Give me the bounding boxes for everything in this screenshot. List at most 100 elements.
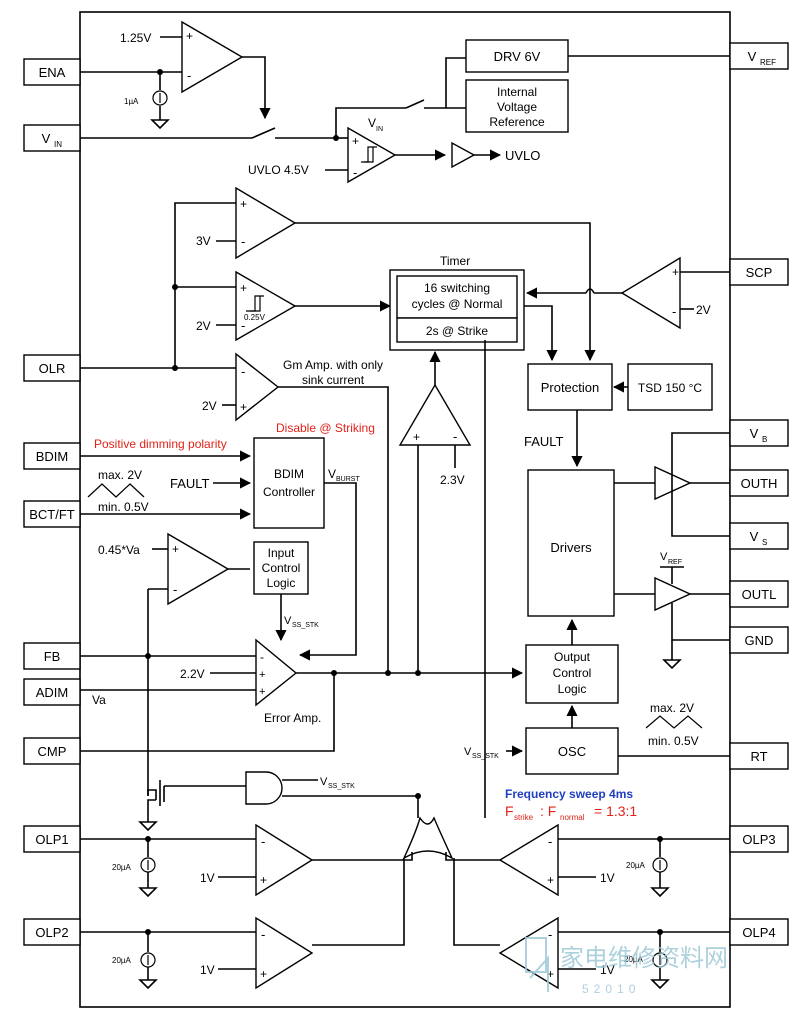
pin-cmp-label: CMP	[38, 744, 67, 759]
svg-text:-: -	[453, 429, 457, 444]
svg-text:Controller: Controller	[263, 485, 315, 499]
pin-gnd: GND	[729, 626, 789, 654]
svg-text:DRV 6V: DRV 6V	[494, 49, 541, 64]
svg-text:-: -	[353, 165, 357, 180]
pin-olr: OLR	[23, 354, 81, 382]
pin-bct-ft: BCT/FT	[23, 500, 81, 528]
bct-max-label: max. 2V	[98, 468, 142, 482]
svg-text:Logic: Logic	[267, 576, 296, 590]
svg-text:Control: Control	[553, 666, 592, 680]
svg-text:Logic: Logic	[558, 682, 587, 696]
pin-vref-sub: REF	[760, 58, 776, 67]
pin-fb: FB	[23, 642, 81, 670]
olp1-comparator: - +	[255, 823, 314, 897]
svg-text:BDIM: BDIM	[274, 467, 304, 481]
fstrike-label: F	[505, 803, 514, 819]
bdim-fault-label: FAULT	[170, 476, 210, 491]
pin-outl: OUTL	[729, 580, 789, 608]
pin-fb-label: FB	[44, 649, 61, 664]
ref-1-25v: 1.25V	[120, 31, 151, 45]
svg-text:+: +	[547, 873, 554, 887]
olp1-ref-1v: 1V	[200, 871, 215, 885]
svg-text:cycles @ Normal: cycles @ Normal	[412, 297, 503, 311]
pin-gnd-label: GND	[745, 633, 774, 648]
svg-text:Reference: Reference	[489, 115, 545, 129]
olp2-current-source	[138, 932, 158, 990]
pin-vb-sub: B	[762, 435, 767, 444]
label-1ua: 1µA	[124, 97, 139, 106]
olp3-20ua: 20µA	[626, 861, 646, 870]
ref-2-2v: 2.2V	[180, 667, 205, 681]
pin-olp3: OLP3	[729, 825, 789, 853]
svg-text:-: -	[261, 927, 265, 942]
uvlo-output-label: UVLO	[505, 148, 540, 163]
olp1-20ua: 20µA	[112, 863, 132, 872]
rt-max-label: max. 2V	[650, 701, 694, 715]
svg-text:2s @ Strike: 2s @ Strike	[426, 324, 489, 338]
pin-vb-label: V	[750, 426, 759, 441]
olp2-20ua: 20µA	[112, 956, 132, 965]
disable-striking-label: Disable @ Striking	[276, 421, 375, 435]
uvlo-buffer	[451, 141, 476, 169]
and-vss-label: V	[320, 776, 328, 788]
svg-text:16 switching: 16 switching	[424, 281, 490, 295]
fault-output-label: FAULT	[524, 434, 564, 449]
svg-text:TSD 150 °C: TSD 150 °C	[638, 381, 702, 395]
olp3-ref-1v: 1V	[600, 871, 615, 885]
pin-vref-label: V	[748, 49, 757, 64]
svg-text:+: +	[260, 967, 267, 981]
olp2-comparator: - +	[255, 916, 314, 990]
ena-comparator: + -	[181, 20, 244, 94]
svg-text:0.25V: 0.25V	[244, 313, 266, 322]
olp4-ref-1v: 1V	[600, 963, 615, 977]
pin-adim: ADIM	[23, 678, 81, 706]
outl-buffer	[654, 576, 692, 612]
svg-text:SS_STK: SS_STK	[328, 783, 355, 790]
svg-text:+: +	[186, 29, 193, 43]
olp4-comparator: - +	[498, 916, 559, 990]
current-source-1ua	[150, 72, 170, 130]
pin-ena-label: ENA	[39, 65, 66, 80]
svg-text:strike: strike	[514, 813, 534, 822]
svg-text:normal: normal	[560, 813, 585, 822]
svg-text:Control: Control	[262, 561, 301, 575]
uvlo-vin-label: V	[368, 116, 376, 130]
input-control-logic-block: Input Control Logic	[253, 541, 309, 595]
svg-text:Internal: Internal	[497, 85, 537, 99]
gm-amplifier: - +	[235, 352, 280, 422]
pin-olp1-label: OLP1	[35, 832, 68, 847]
pin-bdim: BDIM	[23, 442, 81, 470]
or-gate	[402, 816, 454, 860]
pin-olp2: OLP2	[23, 918, 81, 946]
svg-text:: F: : F	[540, 803, 556, 819]
svg-text:Input: Input	[268, 546, 295, 560]
svg-text:-: -	[260, 650, 264, 664]
svg-text:-: -	[187, 68, 191, 83]
pin-vs-label: V	[750, 529, 759, 544]
osc-block: OSC	[525, 727, 619, 775]
drv-6v-block: DRV 6V	[465, 39, 569, 73]
pin-outh-label: OUTH	[741, 476, 778, 491]
vburst-label: V	[328, 467, 336, 481]
pin-vref: V REF	[729, 42, 789, 70]
svg-text:-: -	[261, 834, 265, 849]
svg-text:+: +	[413, 430, 420, 444]
pin-olp4-label: OLP4	[742, 925, 775, 940]
svg-text:-: -	[173, 582, 177, 597]
svg-text:-: -	[241, 234, 245, 249]
olp3-current-source	[650, 839, 670, 898]
internal-voltage-reference-block: Internal Voltage Reference	[465, 79, 569, 133]
frequency-ratio: = 1.3:1	[594, 803, 637, 819]
pin-outl-label: OUTL	[742, 587, 777, 602]
driver-vref-label: V	[660, 551, 668, 563]
scp-comparator: + -	[620, 256, 681, 330]
pin-vs-sub: S	[762, 538, 767, 547]
pin-olp2-label: OLP2	[35, 925, 68, 940]
pin-vb: V B	[729, 419, 789, 447]
timer-title: Timer	[440, 254, 470, 268]
osc-vss-label: V	[464, 746, 472, 758]
watermark-chinese: 家电维修资料网	[560, 945, 728, 972]
svg-text:IN: IN	[376, 126, 383, 133]
uvlo-comparator: + -	[347, 126, 397, 184]
gm-amp-label-1: Gm Amp. with only	[283, 358, 383, 372]
